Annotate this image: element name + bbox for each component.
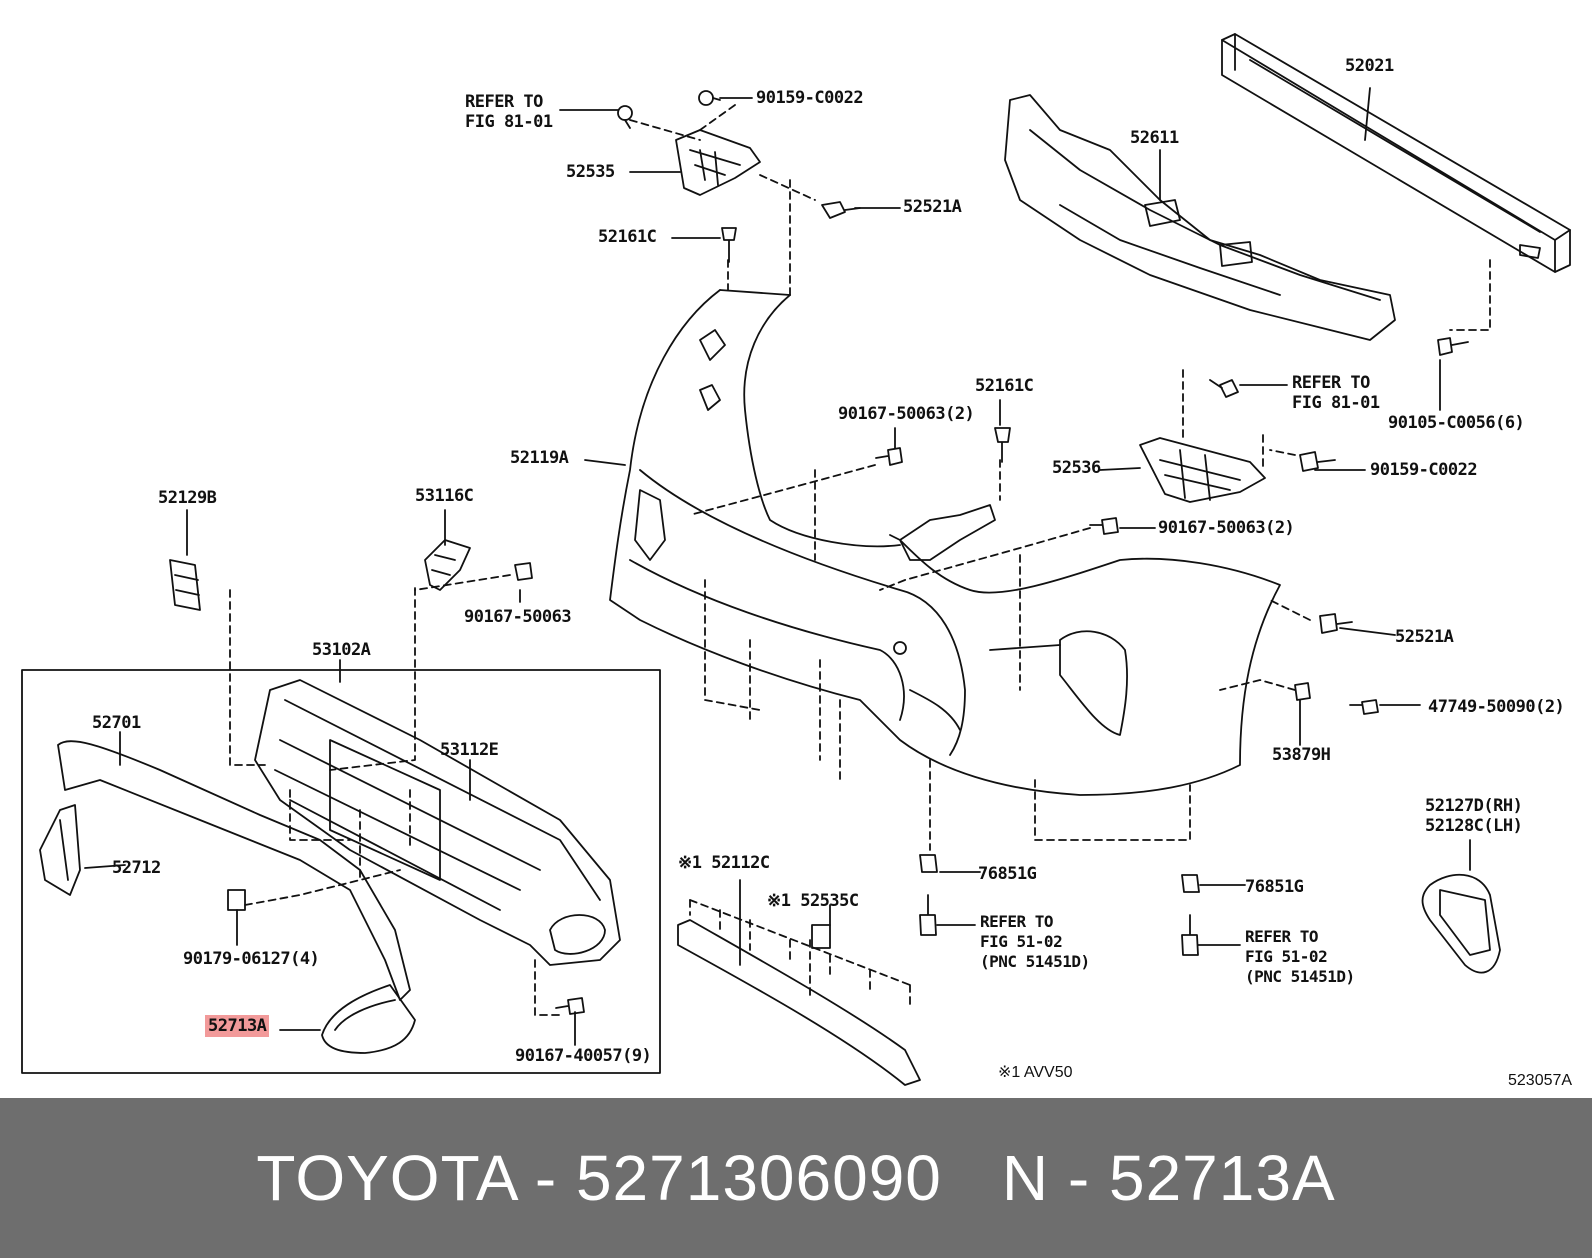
bracket-52535 (675, 129, 761, 196)
footer-brand-part: TOYOTA - 5271306090 (256, 1142, 942, 1214)
footer-bar: TOYOTA - 5271306090 N - 52713A (0, 1098, 1592, 1258)
label-90159-c0022-a: 90159-C0022 (756, 88, 864, 108)
label-leaders (84, 87, 1471, 1046)
footer-ref: N - 52713A (1001, 1142, 1336, 1214)
inset-box (21, 669, 661, 1074)
label-52161c-b: 52161C (975, 376, 1034, 396)
label-90167-50063: 90167-50063 (464, 607, 572, 627)
leader-lines (229, 104, 1491, 1016)
label-90159-c0022-b: 90159-C0022 (1370, 460, 1478, 480)
label-52127d-52128c: 52127D(RH) 52128C(LH) (1425, 796, 1523, 836)
bracket-52129b (169, 559, 201, 611)
label-52021: 52021 (1345, 56, 1394, 76)
diagram-canvas: REFER TO FIG 81-01 90159-C0022 52535 525… (21, 33, 1573, 1089)
label-76851g-b: 76851G (1245, 877, 1304, 897)
label-53879h: 53879H (1272, 745, 1331, 765)
strip-52112c (677, 919, 921, 1086)
label-52521a-b: 52521A (1395, 627, 1454, 647)
label-90105-c0056: 90105-C0056(6) (1388, 413, 1525, 433)
label-refer-fig-81-01-b: REFER TO FIG 81-01 (1292, 373, 1380, 413)
label-52712: 52712 (112, 858, 161, 878)
label-76851g-a: 76851G (978, 864, 1037, 884)
label-90167-50063-2-a: 90167-50063(2) (838, 404, 975, 424)
parts-diagram (21, 33, 1571, 1086)
label-52536: 52536 (1052, 458, 1101, 478)
label-52129b: 52129B (158, 488, 217, 508)
absorber-52611 (1004, 94, 1396, 341)
bumper-cover-52119a (609, 289, 1281, 796)
label-90167-50063-2-b: 90167-50063(2) (1158, 518, 1295, 538)
label-52713a-highlighted: 52713A (205, 1015, 270, 1037)
figure-code: 523057A (1508, 1072, 1573, 1089)
label-refer-fig-51-02-a: REFER TO FIG 51-02 (PNC 51451D) (980, 912, 1090, 971)
label-53116c: 53116C (415, 486, 474, 506)
label-90167-40057: 90167-40057(9) (515, 1046, 652, 1066)
label-52161c-a: 52161C (598, 227, 657, 247)
label-47749-50090: 47749-50090(2) (1428, 697, 1565, 717)
lamp-bezel-52127d (1421, 873, 1501, 974)
bracket-52536 (1139, 437, 1266, 503)
label-52611: 52611 (1130, 128, 1179, 148)
label-52119a: 52119A (510, 448, 569, 468)
label-52521a-a: 52521A (903, 197, 962, 217)
note-avv50: ※1 AVV50 (998, 1064, 1073, 1081)
label-52535: 52535 (566, 162, 615, 182)
label-90179-06127: 90179-06127(4) (183, 949, 320, 969)
label-53112e: 53112E (440, 740, 499, 760)
label-refer-fig-81-01-a: REFER TO FIG 81-01 (465, 92, 553, 132)
label-52535c: ※1 52535C (767, 891, 859, 911)
footer-caption: TOYOTA - 5271306090 N - 52713A (0, 1098, 1592, 1258)
label-refer-fig-51-02-b: REFER TO FIG 51-02 (PNC 51451D) (1245, 927, 1355, 986)
label-53102a: 53102A (312, 640, 371, 660)
grille-53102a (254, 679, 621, 966)
label-52701: 52701 (92, 713, 141, 733)
part-52713a (321, 984, 416, 1054)
part-52712 (39, 804, 81, 896)
molding-52701 (57, 740, 411, 1001)
label-52112c: ※1 52112C (678, 853, 770, 873)
reinforcement-52021 (1221, 33, 1571, 273)
fasteners (227, 90, 1469, 1015)
